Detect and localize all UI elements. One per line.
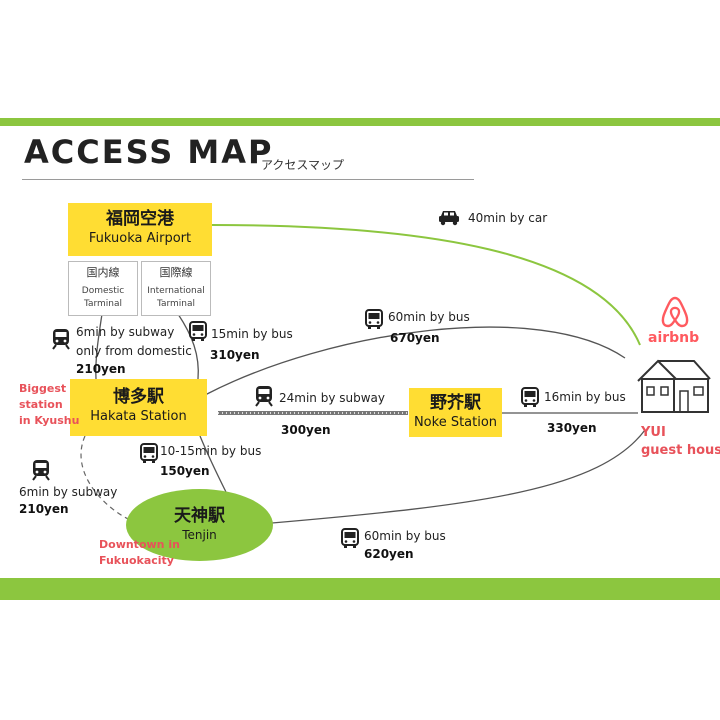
international-terminal-en-1: International [147,286,205,296]
tenjin-station-ellipse: 天神駅 Tenjin [126,489,273,561]
hakata-name-en: Hakata Station [90,409,187,424]
airbnb-logo-icon [661,296,689,328]
airport-subway-price: 210yen [76,362,126,376]
tenjin-name-jp: 天神駅 [174,506,225,526]
tenjin-note-2: Fukuokacity [99,554,174,567]
tenjin-note-1: Downtown in [99,538,180,551]
bus-icon [521,387,539,407]
subway-icon [52,329,70,350]
domestic-terminal-en-2: Tarminal [83,299,123,309]
page-title: ACCESS MAP [24,133,274,171]
airport-bus-label: 15min by bus [211,327,293,341]
bottom-green-band [0,578,720,600]
route-hakata-tenjin-subway [80,435,131,521]
page-subtitle: アクセスマップ [261,158,345,172]
hakata-station-box: 博多駅 Hakata Station [70,379,207,436]
domestic-terminal-box: 国内線 Domestic Tarminal [68,261,138,316]
hakata-tenjin-subway-label: 6min by subway [19,485,118,499]
hakata-tenjin-bus-label: 10-15min by bus [160,444,262,458]
domestic-terminal-en-1: Domestic [81,286,125,296]
hakata-noke-subway-price: 300yen [281,423,331,437]
route-hakata-bus [204,326,626,396]
tenjin-name-en: Tenjin [182,528,217,542]
title-divider [22,179,474,180]
subway-icon [255,386,273,407]
hakata-tenjin-subway-price: 210yen [19,502,69,516]
bus-icon [341,528,359,548]
noke-name-en: Noke Station [413,415,498,430]
car-icon [439,211,459,226]
airport-name-en: Fukuoka Airport [88,231,192,246]
hakata-note-1: Biggest [19,382,67,395]
domestic-terminal-jp: 国内線 [86,266,120,279]
hakata-bus-label: 60min by bus [388,310,470,324]
hakata-tenjin-bus-price: 150yen [160,464,210,478]
airport-subway-label: 6min by subway [76,325,175,339]
car-route-label: 40min by car [468,211,548,225]
guest-house-icon [637,359,711,413]
route-tenjin-bus [271,429,646,524]
route-hakata-tenjin-bus [199,435,227,493]
fukuoka-airport-box: 福岡空港 Fukuoka Airport [68,203,212,256]
noke-bus-label: 16min by bus [544,390,626,404]
yui-name: YUI [641,425,666,440]
route-airport-bus [177,313,199,380]
subway-icon [32,460,50,481]
tenjin-bus-label: 60min by bus [364,529,446,543]
tenjin-bus-price: 620yen [364,547,414,561]
airport-bus-price: 310yen [210,348,260,362]
noke-name-jp: 野芥駅 [430,393,481,413]
bus-icon [365,309,383,329]
international-terminal-en-2: Tarminal [156,299,196,309]
guest-house-name: guest house [641,443,720,458]
hakata-name-jp: 博多駅 [113,387,164,407]
noke-bus-price: 330yen [547,421,597,435]
international-terminal-box: 国際線 International Tarminal [141,261,211,316]
route-airport-car [211,224,641,346]
noke-station-box: 野芥駅 Noke Station [409,388,502,437]
bus-icon [189,321,207,341]
airport-subway-note: only from domestic [76,344,192,358]
bus-icon [140,443,158,463]
airbnb-logo-text: airbnb [648,330,700,346]
airport-name-jp: 福岡空港 [106,209,174,229]
hakata-note-3: in Kyushu [19,414,80,427]
hakata-noke-subway-label: 24min by subway [279,391,385,405]
route-airport-subway [95,313,103,380]
top-green-band [0,118,720,126]
international-terminal-jp: 国際線 [159,266,193,279]
hakata-note-2: station [19,398,63,411]
hakata-bus-price: 670yen [390,331,440,345]
